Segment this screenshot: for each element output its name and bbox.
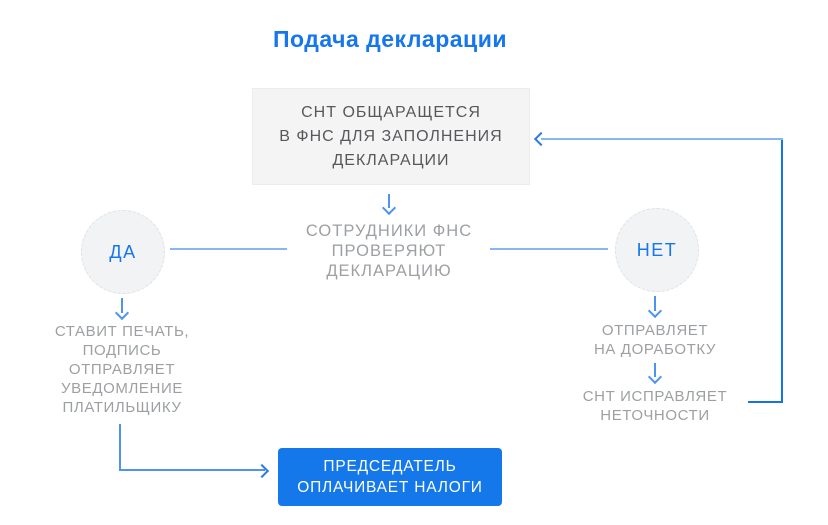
arrowhead-right-icon [254,463,270,479]
connector-yes-to-check [170,248,287,250]
fns-check-label: СОТРУДНИКИ ФНС ПРОВЕРЯЮТ ДЕКЛАРАЦИЮ [305,222,473,280]
arrowhead-down-icon [647,303,663,319]
snt-contacts-fns-box: СНТ ОБЩАРАЩЕТСЯ В ФНС ДЛЯ ЗАПОЛНЕНИЯ ДЕК… [252,88,530,185]
arrowhead-left-icon [533,131,549,147]
feedback-loop-vertical-segment [781,138,783,403]
yes-circle: ДА [81,210,165,294]
connector-check-to-no [490,248,608,250]
connector-yes-down [121,298,123,313]
chairman-pays-taxes-label: ПРЕДСЕДАТЕЛЬ ОПЛАЧИВАЕТ НАЛОГИ [297,458,483,496]
connector-box-to-check [388,194,390,208]
page-title: Подача декларации [273,26,507,52]
arrowhead-down-icon [647,369,663,385]
yes-outcome-label: СТАВИТ ПЕЧАТЬ, ПОДПИСЬ ОТПРАВЛЯЕТ УВЕДОМ… [54,323,190,416]
connector-rework-down [654,363,656,377]
no-outcome-step2-label: СНТ ИСПРАВЛЯЕТ НЕТОЧНОСТИ [582,388,728,424]
no-outcome-step1-label: ОТПРАВЛЯЕТ НА ДОРАБОТКУ [594,322,716,358]
feedback-loop-top-segment [541,138,783,140]
arrowhead-down-icon [114,305,130,321]
connector-outcome-down [119,424,121,471]
yes-label: ДА [109,241,137,262]
connector-outcome-to-paybox [119,469,265,471]
snt-contacts-fns-label: СНТ ОБЩАРАЩЕТСЯ В ФНС ДЛЯ ЗАПОЛНЕНИЯ ДЕК… [279,103,503,169]
no-circle: НЕТ [615,208,699,292]
chairman-pays-taxes-box: ПРЕДСЕДАТЕЛЬ ОПЛАЧИВАЕТ НАЛОГИ [278,448,502,506]
no-label: НЕТ [636,239,678,260]
feedback-loop-bottom-segment [748,401,783,403]
arrowhead-down-icon [381,200,397,216]
connector-no-down [654,296,656,311]
